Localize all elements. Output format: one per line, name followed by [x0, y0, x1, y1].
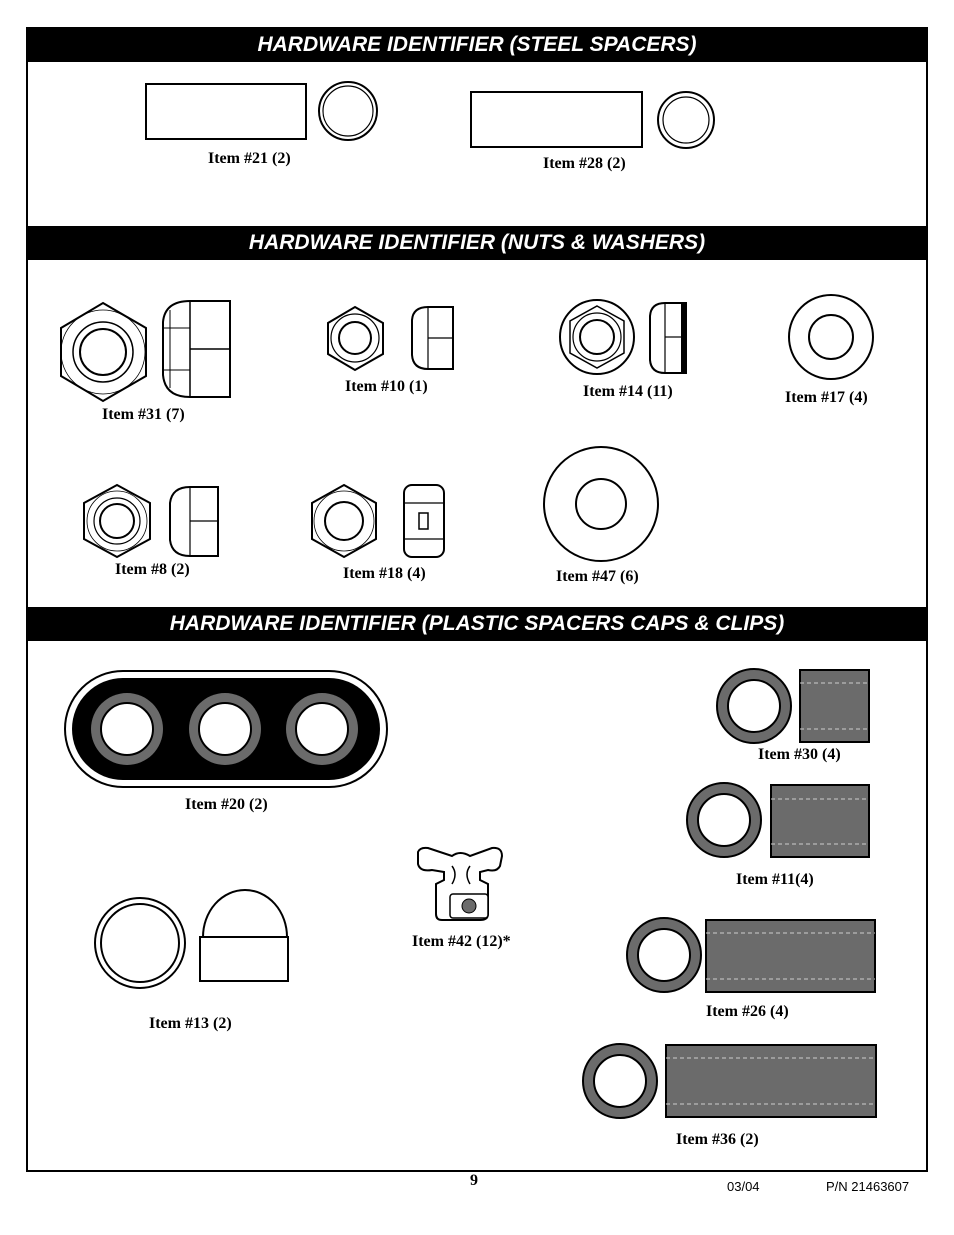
item-28-drawing [470, 91, 715, 149]
item-18-drawing [311, 483, 445, 559]
footer-date: 03/04 [727, 1179, 760, 1194]
section-title-steel-spacers: HARDWARE IDENTIFIER (STEEL SPACERS) [28, 28, 926, 62]
item-8-label: Item #8 (2) [115, 561, 190, 578]
item-18-label: Item #18 (4) [343, 565, 426, 582]
item-8-drawing [83, 483, 219, 559]
item-13-drawing [94, 889, 289, 989]
item-36-drawing [582, 1043, 877, 1119]
item-10-label: Item #10 (1) [345, 378, 428, 395]
item-17-drawing [788, 294, 874, 380]
item-17-label: Item #17 (4) [785, 389, 868, 406]
item-31-label: Item #31 (7) [102, 406, 185, 423]
item-20-label: Item #20 (2) [185, 796, 268, 813]
item-36-label: Item #36 (2) [676, 1131, 759, 1148]
item-30-label: Item #30 (4) [758, 746, 841, 763]
item-14-drawing [559, 299, 687, 375]
item-47-drawing [543, 446, 659, 562]
item-28-label: Item #28 (2) [543, 155, 626, 172]
page-number: 9 [470, 1172, 478, 1189]
item-10-drawing [327, 305, 454, 372]
item-13-label: Item #13 (2) [149, 1015, 232, 1032]
item-14-label: Item #14 (11) [583, 383, 673, 400]
item-30-drawing [716, 668, 870, 744]
item-31-drawing [60, 300, 231, 403]
item-26-label: Item #26 (4) [706, 1003, 789, 1020]
item-42-label: Item #42 (12)* [412, 933, 511, 950]
item-47-label: Item #47 (6) [556, 568, 639, 585]
footer-part-number: P/N 21463607 [826, 1179, 910, 1194]
item-11-drawing [686, 782, 870, 858]
item-11-label: Item #11(4) [736, 871, 814, 888]
item-20-drawing [64, 670, 388, 788]
item-42-drawing [417, 846, 504, 921]
section-title-plastic-spacers: HARDWARE IDENTIFIER (PLASTIC SPACERS CAP… [28, 607, 926, 641]
item-26-drawing [626, 917, 876, 993]
section-title-nuts-washers: HARDWARE IDENTIFIER (NUTS & WASHERS) [28, 226, 926, 260]
item-21-label: Item #21 (2) [208, 150, 291, 167]
item-21-drawing [145, 81, 378, 141]
